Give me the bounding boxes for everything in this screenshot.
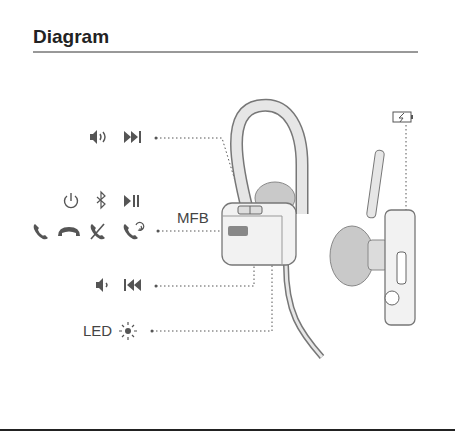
- part-label: MFB: [176, 209, 210, 226]
- leader-lines: [152, 125, 406, 331]
- title-rule: [33, 52, 418, 53]
- part-label: LED: [82, 322, 113, 339]
- earbud-front: [222, 105, 322, 357]
- page-title: Diagram: [33, 26, 109, 48]
- leader-dots: [151, 137, 160, 333]
- earbud-side: [330, 150, 415, 325]
- bottom-rule: [0, 429, 455, 431]
- control-icons: [34, 130, 144, 340]
- charge-icon: [393, 112, 413, 122]
